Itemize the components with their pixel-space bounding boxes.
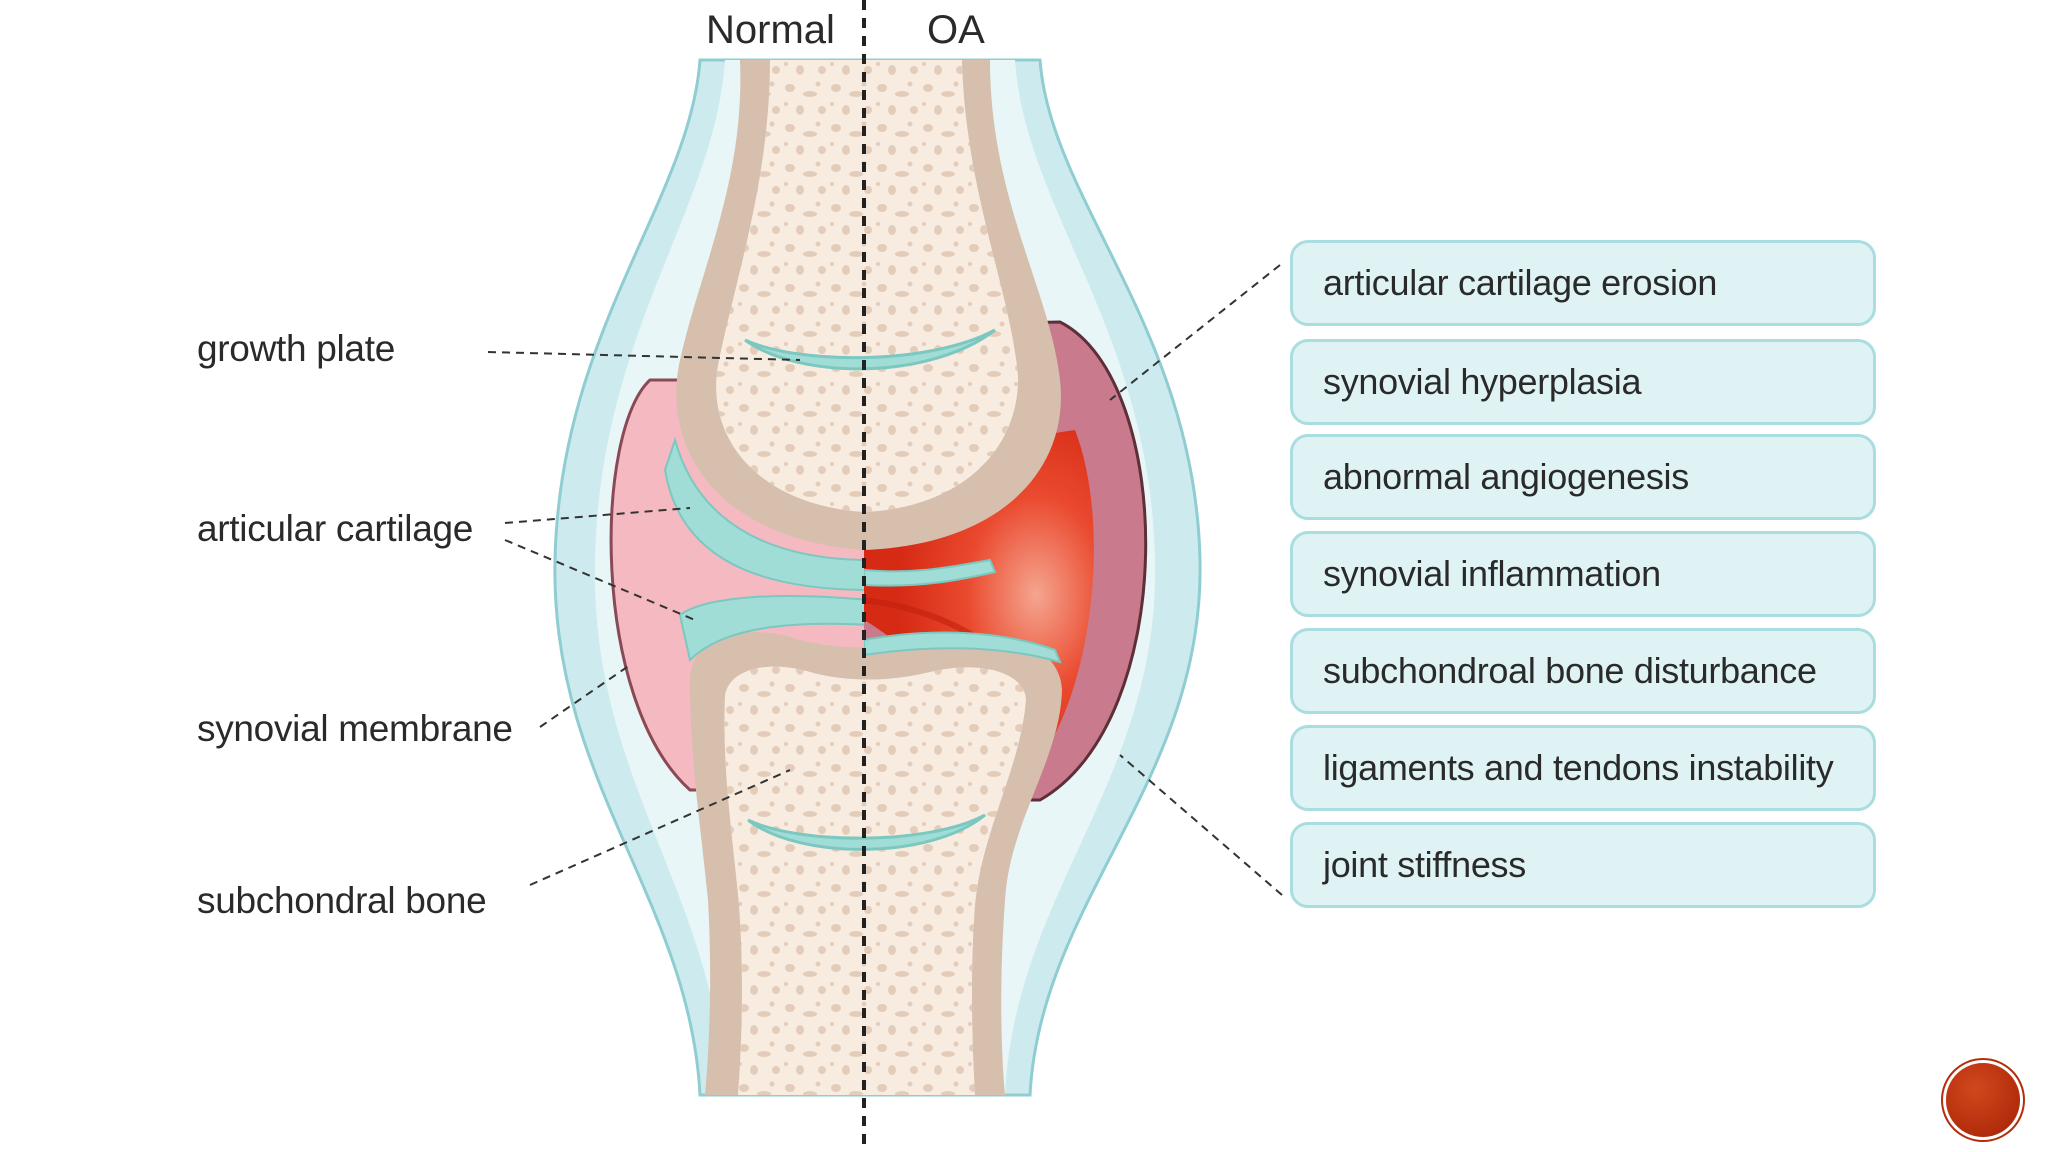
leader-articular-cartilage-2	[504, 539, 696, 621]
slide-nav-button[interactable]	[1946, 1063, 2020, 1137]
title-oa: OA	[927, 8, 985, 52]
oa-feature-box: abnormal angiogenesis	[1290, 434, 1876, 520]
oa-feature-box: subchondroal bone disturbance	[1290, 628, 1876, 714]
articular-cartilage-oa	[864, 558, 997, 587]
oa-feature-box: articular cartilage erosion	[1290, 240, 1876, 326]
label-synovial-membrane: synovial membrane	[197, 708, 513, 749]
label-articular-cartilage: articular cartilage	[197, 508, 474, 549]
lower-growth-plate	[747, 813, 986, 851]
label-subchondral-bone: subchondral bone	[197, 880, 487, 921]
upper-growth-plate	[744, 328, 996, 371]
oa-feature-box: synovial inflammation	[1290, 531, 1876, 617]
oa-feature-box: synovial hyperplasia	[1290, 339, 1876, 425]
leader-oa-bottom	[1119, 754, 1283, 896]
articular-cartilage-upper-normal	[663, 436, 864, 591]
oa-feature-box: joint stiffness	[1290, 822, 1876, 908]
leader-growth-plate	[487, 351, 801, 361]
leader-synovial-membrane	[539, 664, 631, 728]
title-normal: Normal	[706, 8, 835, 52]
oa-feature-box: ligaments and tendons instability	[1290, 725, 1876, 811]
leader-articular-cartilage-1	[504, 507, 691, 524]
articular-cartilage-lower-normal	[678, 594, 864, 662]
leader-subchondral-bone	[529, 769, 791, 886]
label-growth-plate: growth plate	[197, 328, 395, 369]
